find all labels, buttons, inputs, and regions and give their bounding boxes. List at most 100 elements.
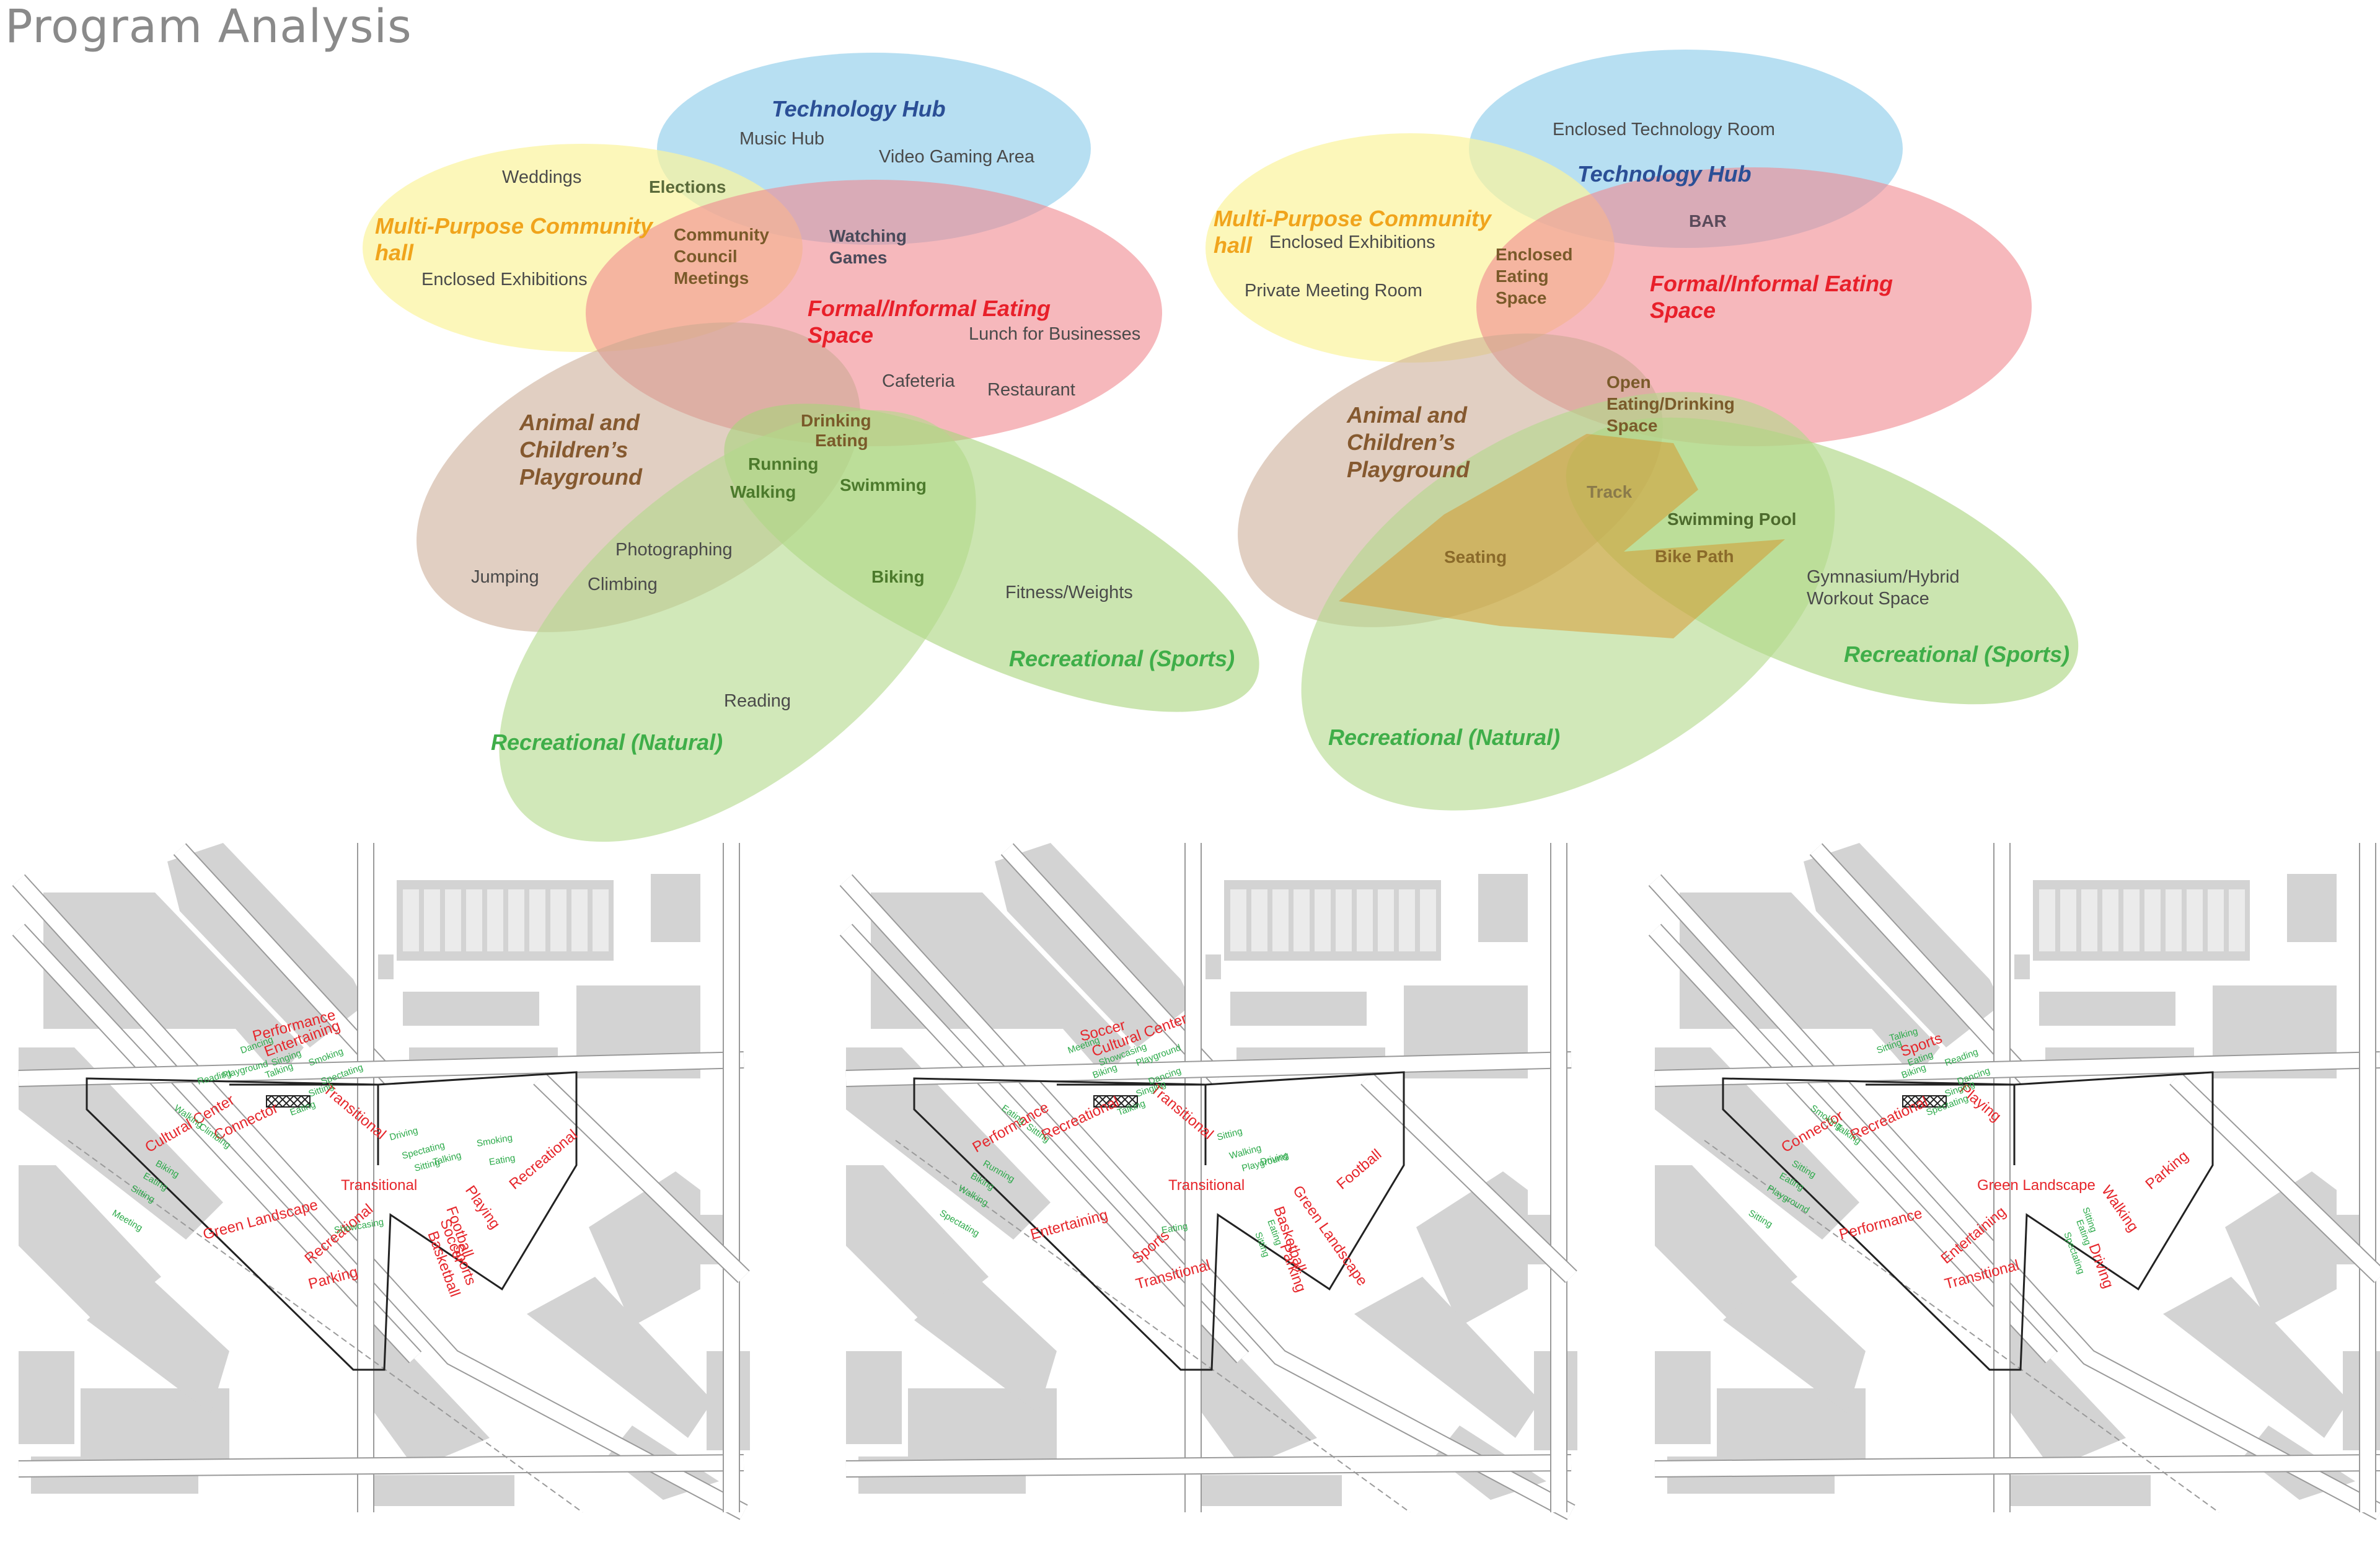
building-block [43,892,304,1078]
street-fill [1649,924,2057,1363]
eating-title-2: Space [1650,298,1716,323]
building-block [1680,892,1940,1078]
parcel [2123,889,2140,951]
parcel [2144,889,2161,951]
building-block [2163,1277,2349,1438]
weddings-label: Weddings [502,167,581,187]
site-boundary-inner [229,1083,379,1165]
sports-title: Recreational (Sports) [1009,646,1235,671]
watching-games-label-1: Watching [829,226,907,245]
building-block [1655,1351,1711,1444]
drinking-label: Drinking [801,411,871,430]
enclosed-exhibitions-label: Enclosed Exhibitions [1269,232,1435,252]
street-fill [845,1455,1572,1476]
site-map-2: Cultural CenterTransitionalRecreationalP… [839,843,1577,1520]
street-fill [1002,844,1223,1084]
railway [895,1140,1411,1513]
venn-diagram-left: Technology Hub Multi-Purpose Community h… [363,53,1259,842]
building-block [2287,874,2337,942]
parcel [403,889,419,951]
running-label: Running [748,454,819,474]
map-label: Transitional [341,1177,417,1194]
community-title-2: hall [375,240,414,265]
community-title-2: hall [1214,232,1253,258]
biking-label: Biking [871,567,925,586]
parcel [1357,889,1373,951]
parcel [1420,889,1436,951]
community-title-1: Multi-Purpose Community [375,213,654,239]
parcel [2166,889,2182,951]
bar-label: BAR [1689,211,1727,231]
street-fill [1810,844,2032,1084]
building-block [87,1271,229,1413]
video-gaming-label: Video Gaming Area [879,147,1035,167]
crosswalk-marker [266,1095,311,1108]
parcel [1399,889,1415,951]
building-block [2039,992,2175,1026]
swimming-pool-label: Swimming Pool [1667,509,1796,529]
reading-label: Reading [724,691,791,711]
eating-title-1: Formal/Informal Eating [1650,271,1893,296]
railway [1704,1140,2219,1513]
site-boundary-inner [1866,1083,2016,1165]
walking-label: Walking [730,482,796,501]
parcel [445,889,461,951]
tech-hub-title: Technology Hub [772,96,946,121]
open-eating-label-1: Open [1606,372,1651,392]
street-fill [845,1052,1572,1086]
street-fill [1654,1052,2380,1086]
natural-ellipse [499,410,976,842]
street-fill [1654,1455,2380,1476]
building-block [19,1351,74,1444]
parcel [2081,889,2097,951]
street-fill [1361,1073,1577,1282]
building-block [1478,874,1528,942]
parcel [593,889,609,951]
enclosed-eating-label-3: Space [1496,288,1547,307]
parcel [2039,889,2055,951]
lunch-businesses-label: Lunch for Businesses [969,324,1140,344]
parcel [550,889,566,951]
map-label: Green Landscape [1977,1177,2096,1194]
animal-title-1: Animal and [1346,402,1468,428]
parcel [508,889,524,951]
building-block [651,874,700,942]
music-hub-label: Music Hub [739,129,824,149]
bike-path-label: Bike Path [1655,547,1734,566]
enclosed-exhibitions-label: Enclosed Exhibitions [421,270,588,289]
swimming-label: Swimming [840,475,927,495]
community-title-1: Multi-Purpose Community [1214,206,1492,231]
building-block [1723,1271,1866,1413]
venn-diagram-right: Technology Hub Multi-Purpose Community h… [1205,50,2079,811]
parcel [1336,889,1352,951]
site-map-1: EntertainingTransitionalConnectorCultura… [12,843,750,1520]
open-eating-label-2: Eating/Drinking [1606,394,1735,413]
parcel [1230,889,1246,951]
building-block [1354,1277,1540,1438]
parcel [1272,889,1289,951]
street-fill [18,1052,744,1086]
map-label: Transitional [1168,1177,1245,1194]
open-eating-label-3: Space [1606,416,1658,435]
street-fill [174,844,396,1084]
street-fill [534,1073,749,1282]
street-fill [13,924,421,1363]
building-block [2002,1314,2126,1469]
site-boundary-inner [1057,1083,1207,1165]
photographing-label: Photographing [615,540,733,560]
natural-title: Recreational (Natural) [1328,725,1560,750]
eating-title-2: Space [808,322,873,348]
eating-label: Eating [815,431,868,450]
building-block [1193,1314,1317,1469]
gym-label-1: Gymnasium/Hybrid [1807,567,1960,587]
parcel [1378,889,1394,951]
railway [68,1140,583,1513]
animal-title-2: Children’s [519,437,628,462]
crosswalk-marker [1093,1095,1138,1108]
watching-games-label-2: Games [829,248,887,267]
street-fill [840,924,1248,1363]
crosswalk-marker [1902,1095,1947,1108]
elections-label: Elections [649,177,726,196]
street-fill [2170,1073,2380,1282]
parcel [2229,889,2245,951]
